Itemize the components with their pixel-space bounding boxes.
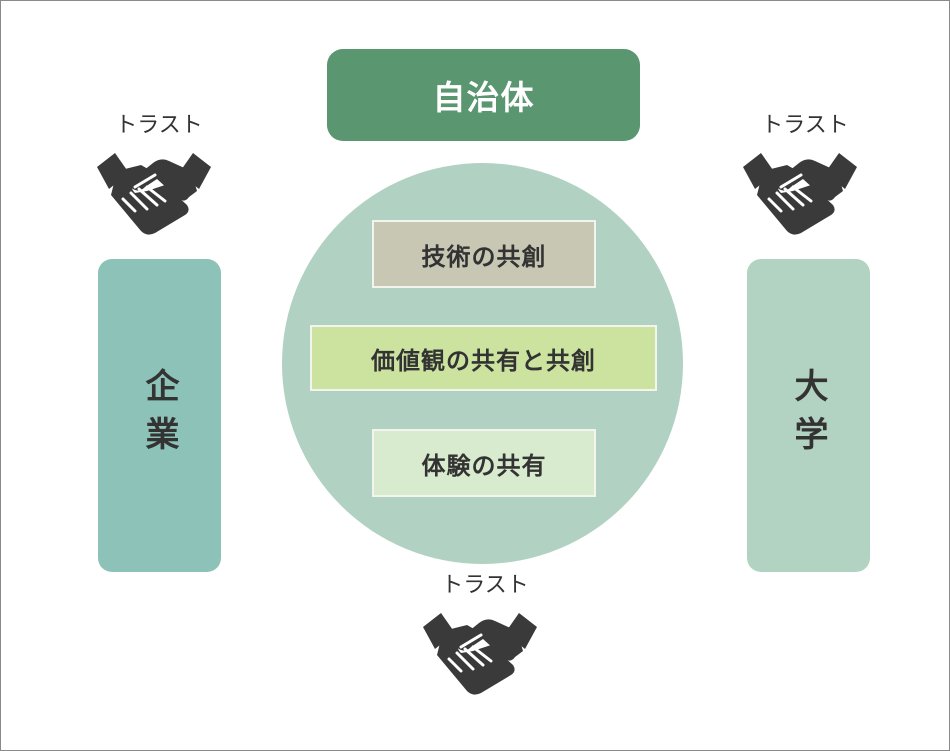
trust-label-left: トラスト bbox=[115, 113, 203, 138]
company-label: 企業 bbox=[139, 367, 179, 464]
handshake-icon bbox=[95, 147, 213, 235]
company-node: 企業 bbox=[98, 259, 221, 572]
hub-item-technology: 技術の共創 bbox=[372, 220, 596, 288]
trust-label-right: トラスト bbox=[761, 113, 849, 138]
hub-item-values: 価値観の共有と共創 bbox=[310, 325, 657, 391]
government-label: 自治体 bbox=[432, 78, 535, 117]
university-label: 大学 bbox=[788, 367, 828, 464]
university-node: 大学 bbox=[747, 259, 870, 572]
hub-item-technology-label: 技術の共創 bbox=[421, 242, 547, 271]
hub-item-experience-label: 体験の共有 bbox=[421, 451, 547, 480]
trust-label-bottom: トラスト bbox=[441, 573, 529, 598]
government-node: 自治体 bbox=[327, 49, 640, 141]
handshake-icon bbox=[741, 147, 859, 235]
hub-item-experience: 体験の共有 bbox=[372, 429, 596, 497]
handshake-icon bbox=[421, 607, 539, 695]
hub-item-values-label: 価値観の共有と共創 bbox=[371, 346, 596, 375]
